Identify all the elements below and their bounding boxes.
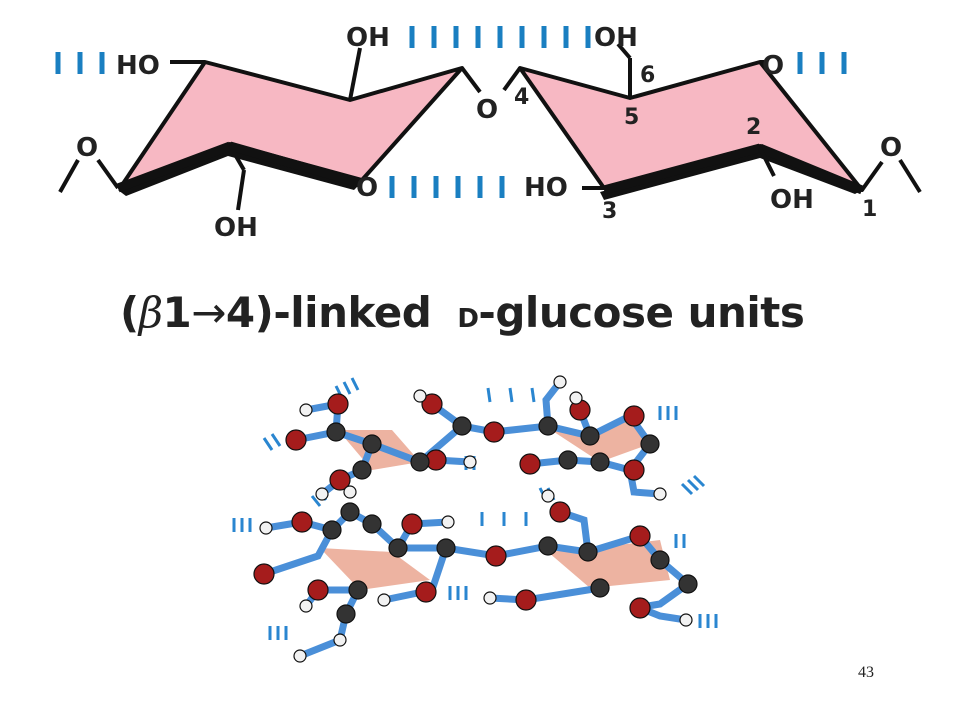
label-o-right-end: O	[880, 133, 902, 163]
caption-glucose-units: -glucose units	[478, 288, 805, 337]
hbond-dashes	[55, 26, 847, 198]
carbon-number-6: 6	[640, 63, 655, 88]
label-o-glycosidic: O	[476, 95, 498, 125]
carbon-number-3: 3	[602, 199, 617, 224]
caption-open-paren: (	[120, 288, 139, 337]
model-ring-face-3	[320, 548, 430, 590]
caption-arrow: →	[191, 288, 226, 337]
carbon-numbers: 1 2 3 4 5 6	[514, 63, 877, 224]
label-ho-ring2: HO	[524, 173, 568, 203]
glucose-ring-right	[502, 42, 922, 200]
page-number: 43	[858, 664, 874, 681]
atom-labels: HO OH OH O O O O OH HO OH O	[76, 23, 902, 243]
carbon-number-5: 5	[624, 105, 639, 130]
carbon-number-2: 2	[746, 115, 761, 140]
label-ho-left: HO	[116, 51, 160, 81]
ball-and-stick-model	[232, 375, 718, 663]
label-o-ring1: O	[356, 173, 378, 203]
label-oh-ring1-top: OH	[346, 23, 390, 53]
carbon-number-4: 4	[514, 85, 529, 110]
label-oh-ring1-bottom: OH	[214, 213, 258, 243]
label-o-ring2: O	[762, 51, 784, 81]
carbon-number-1: 1	[862, 197, 877, 222]
label-oh-ring2-bottom: OH	[770, 185, 814, 215]
caption-beta: β	[138, 288, 163, 337]
diagram-caption: (β1→4)-linked D-glucose units	[120, 288, 805, 337]
glucose-ring-left	[58, 47, 482, 211]
label-o-left-end: O	[76, 133, 98, 163]
label-oh-ring2-top: OH	[594, 23, 638, 53]
caption-d-prefix: D	[457, 304, 479, 334]
caption-linked: 4)-linked	[225, 288, 432, 337]
caption-one: 1	[162, 288, 192, 337]
